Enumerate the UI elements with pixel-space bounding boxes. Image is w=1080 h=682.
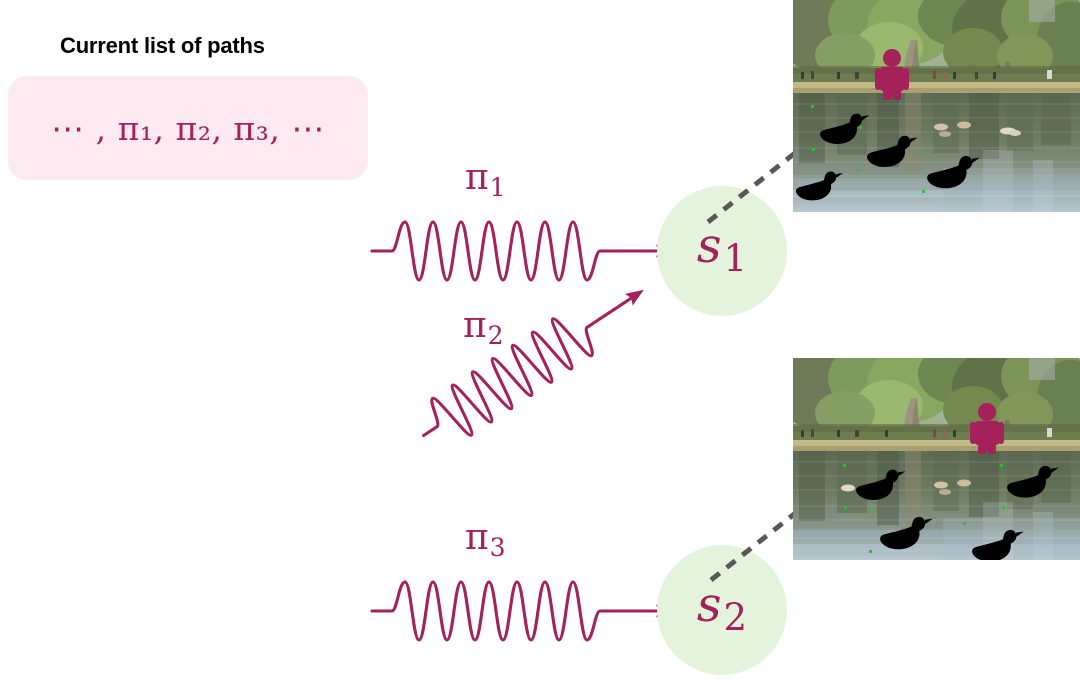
state-node-s1-label: s1 [697, 218, 747, 281]
edge-label-pi2-subscript: 2 [487, 321, 504, 350]
photo-s1[interactable] [793, 0, 1080, 212]
edge-label-pi1: π1 [465, 157, 506, 202]
path-list-text: ⋯ , π₁, π₂, π₃, ⋯ [51, 108, 325, 148]
state-node-s1-symbol: s [696, 217, 722, 274]
squiggle-arrow-pi2 [420, 289, 690, 440]
squiggle-arrow-pi3 [368, 572, 678, 650]
state-node-s1[interactable]: s1 [657, 186, 787, 316]
page-title: Current list of paths [60, 33, 265, 58]
path-list-panel: ⋯ , π₁, π₂, π₃, ⋯ [8, 76, 368, 180]
state-node-s2[interactable]: s2 [657, 545, 787, 675]
connector-line-s1-photo [705, 150, 805, 225]
state-node-s1-subscript: 1 [723, 237, 748, 281]
edge-label-pi3-subscript: 3 [489, 533, 506, 562]
duck-silhouette-group [796, 113, 980, 201]
person-pictogram [970, 403, 1004, 454]
person-pictogram [875, 49, 909, 100]
state-node-s2-subscript: 2 [723, 596, 748, 640]
squiggle-arrow-pi1 [368, 212, 678, 290]
edge-label-pi3-symbol: π [465, 517, 489, 558]
edge-label-pi2-symbol: π [463, 305, 487, 346]
edge-label-pi1-subscript: 1 [489, 173, 506, 202]
edge-label-pi2: π2 [463, 305, 504, 350]
photo-s2[interactable] [793, 358, 1080, 560]
state-node-s2-symbol: s [696, 576, 722, 633]
state-node-s2-label: s2 [697, 577, 747, 640]
edge-label-pi1-symbol: π [465, 157, 489, 198]
edge-label-pi3: π3 [465, 517, 506, 562]
duck-silhouette-group [856, 465, 1059, 560]
